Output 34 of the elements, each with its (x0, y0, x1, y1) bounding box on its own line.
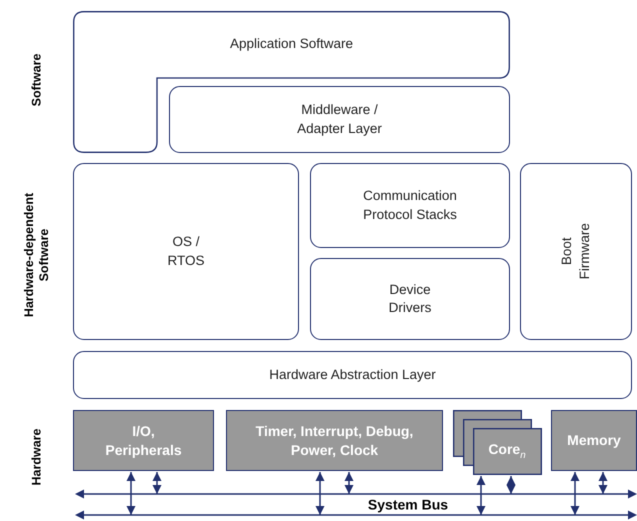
bus-line (75, 489, 637, 499)
layer-label: Hardware Abstraction Layer (268, 366, 437, 384)
layer-label: Middleware / Adapter Layer (296, 101, 383, 138)
arrow (316, 472, 324, 515)
block-label: Memory (566, 431, 622, 450)
hardware-block (73, 410, 214, 471)
arrow (476, 476, 486, 515)
layer-group-label: Software (30, 54, 44, 106)
arrow (598, 472, 608, 494)
arrow (506, 476, 516, 494)
arrow (570, 472, 580, 515)
layer-box (169, 86, 510, 153)
layer-label: Core$_{n}$ (487, 440, 527, 462)
layer-label: Boot Firmware (558, 222, 593, 282)
layer-bar (73, 351, 632, 399)
core-stack (453, 410, 542, 475)
arrow (344, 472, 354, 494)
arrow (126, 472, 136, 515)
arrow (152, 472, 162, 494)
layer-group-label: Hardware (30, 428, 44, 486)
layer-label: Communication Protocol Stacks (362, 187, 458, 224)
layer-box (520, 163, 632, 340)
layer-box (310, 163, 510, 248)
block-label: Timer, Interrupt, Debug, Power, Clock (254, 422, 414, 459)
layer-label: OS / RTOS (166, 233, 206, 270)
hardware-block (551, 410, 637, 471)
layer-box (73, 163, 299, 340)
layer-group-label: Hardware-dependent Software (22, 192, 52, 320)
hardware-block (226, 410, 443, 471)
block-label: I/O, Peripherals (104, 422, 183, 459)
layer-box (73, 11, 510, 153)
layer-box (310, 258, 510, 340)
layer-label: Device Drivers (388, 280, 432, 317)
layer-label: Application Software (228, 35, 354, 53)
